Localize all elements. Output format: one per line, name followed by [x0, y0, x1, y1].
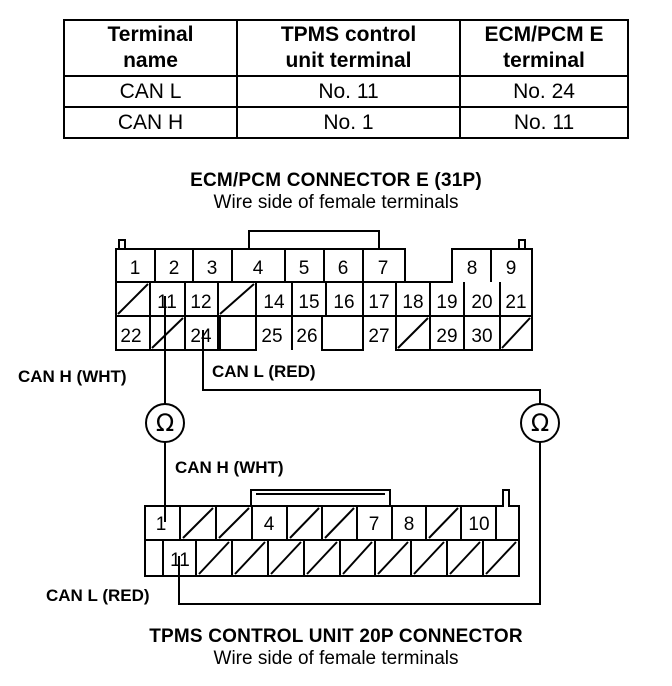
table-cell: No. 1	[236, 106, 461, 139]
ecm-connector-title-block: ECM/PCM CONNECTOR E (31P) Wire side of f…	[0, 170, 672, 214]
ecm-top-key	[248, 230, 380, 249]
can-l-label-tpms: CAN L (RED)	[46, 586, 150, 605]
ecm-pin: 19	[436, 292, 457, 313]
ecm-pin: 15	[298, 292, 319, 313]
ecm-pin-labels: 1 2 3 4 5 6 7 8 9 11 12 14 15 16 17 18 1…	[120, 258, 526, 347]
tpms-pin: 4	[264, 514, 275, 535]
ecm-pin: 18	[402, 292, 423, 313]
table-row: CAN L No. 11 No. 24	[63, 75, 629, 108]
tpms-connector-title: TPMS CONTROL UNIT 20P CONNECTOR	[149, 626, 523, 647]
ecm-pin: 24	[190, 326, 212, 347]
ohm-icon: Ω	[531, 409, 549, 437]
ecm-pin: 25	[261, 326, 282, 347]
header-line: terminal	[503, 49, 585, 72]
header-terminal-name: Terminal name	[63, 19, 238, 77]
ecm-pin: 22	[120, 326, 141, 347]
ecm-latch-right	[518, 239, 526, 249]
tpms-pin: 1	[156, 514, 167, 535]
ecm-pin: 16	[333, 292, 354, 313]
ohm-icon: Ω	[156, 409, 174, 437]
tpms-pin: 7	[369, 514, 380, 535]
blank-cavity	[219, 283, 255, 315]
blank-cavity	[270, 541, 302, 575]
table-cell: No. 11	[459, 106, 629, 139]
ecm-pin: 14	[263, 292, 285, 313]
ecm-latch-left	[118, 239, 126, 249]
table-cell: CAN L	[63, 75, 238, 108]
blank-cavity	[449, 541, 481, 575]
blank-cavity	[306, 541, 338, 575]
terminal-table: Terminal name TPMS control unit terminal…	[63, 19, 629, 139]
ecm-connector	[115, 230, 533, 351]
ecm-pin: 5	[299, 258, 310, 279]
tpms-top-key	[250, 489, 391, 506]
blank-cavity	[151, 317, 184, 349]
ecm-pin: 26	[296, 326, 317, 347]
tpms-outline	[144, 489, 520, 577]
header-ecm-terminal: ECM/PCM E terminal	[459, 19, 629, 77]
blank-cavity	[117, 283, 149, 315]
ecm-pin: 8	[467, 258, 478, 279]
blank-cavity	[377, 541, 409, 575]
can-h-label-tpms: CAN H (WHT)	[175, 458, 284, 477]
ecm-pin: 4	[253, 258, 264, 279]
ecm-pin: 17	[368, 292, 389, 313]
blank-cavity	[501, 317, 531, 349]
ecm-pin: 27	[368, 326, 389, 347]
ecm-pin: 11	[157, 292, 177, 313]
table-cell: No. 24	[459, 75, 629, 108]
can-l-wire-tpms	[178, 442, 541, 605]
ohmmeter-right: Ω	[520, 403, 560, 443]
tpms-connector-subtitle: Wire side of female terminals	[213, 648, 459, 669]
tpms-pin: 11	[170, 550, 190, 571]
ecm-pin: 3	[207, 258, 218, 279]
ecm-pin: 6	[338, 258, 349, 279]
header-line: name	[123, 49, 178, 72]
blank-cavity	[485, 541, 517, 575]
wires	[164, 296, 541, 605]
table-row: CAN H No. 1 No. 11	[63, 106, 629, 139]
ecm-pin: 20	[471, 292, 492, 313]
tpms-connector	[144, 489, 520, 577]
ecm-pin: 7	[378, 258, 389, 279]
header-tpms-terminal: TPMS control unit terminal	[236, 19, 461, 77]
ecm-pin: 2	[169, 258, 180, 279]
can-l-label-ecm: CAN L (RED)	[212, 362, 316, 381]
tpms-pin: 8	[404, 514, 415, 535]
blank-cavity	[397, 317, 429, 349]
ohmmeter-left: Ω	[145, 403, 185, 443]
can-h-label-ecm: CAN H (WHT)	[18, 367, 127, 386]
blank-cavity	[289, 507, 320, 539]
ecm-pin: 21	[505, 292, 526, 313]
ecm-pin: 12	[190, 292, 211, 313]
blank-cavity	[182, 507, 214, 539]
header-line: Terminal	[107, 23, 194, 46]
ecm-pin: 30	[471, 326, 492, 347]
tpms-pin-labels: 1 4 7 8 10 11	[156, 514, 490, 571]
blank-cavity	[342, 541, 373, 575]
can-l-wire-ecm	[202, 330, 541, 404]
tpms-connector-title-block: TPMS CONTROL UNIT 20P CONNECTOR Wire sid…	[0, 626, 672, 670]
blank-cavity	[324, 507, 355, 539]
blank-cavity	[218, 507, 250, 539]
ecm-pin: 1	[130, 258, 141, 279]
blank-cavity	[234, 541, 266, 575]
blank-cavity	[413, 541, 445, 575]
blank-cavity	[428, 507, 459, 539]
ecm-pin: 29	[436, 326, 457, 347]
ecm-connector-title: ECM/PCM CONNECTOR E (31P)	[190, 170, 482, 191]
table-cell: CAN H	[63, 106, 238, 139]
ecm-connector-subtitle: Wire side of female terminals	[213, 192, 459, 213]
ecm-pin: 9	[506, 258, 517, 279]
table-cell: No. 11	[236, 75, 461, 108]
table-header-row: Terminal name TPMS control unit terminal…	[63, 19, 629, 77]
blank-cavity	[198, 541, 230, 575]
header-line: unit terminal	[285, 49, 412, 72]
header-line: TPMS control	[280, 23, 417, 46]
header-line: ECM/PCM E	[484, 23, 604, 46]
tpms-pin: 10	[468, 514, 489, 535]
